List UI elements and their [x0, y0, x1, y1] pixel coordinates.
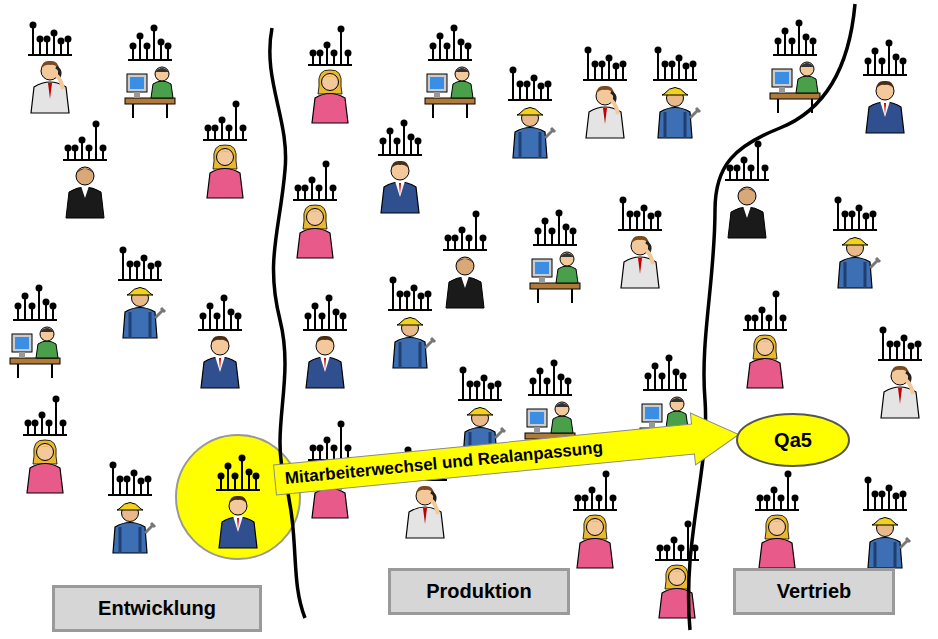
employee-figure [108, 462, 155, 554]
arrow-outline [272, 409, 741, 506]
employee-figure [63, 121, 107, 219]
node-text: Produktion [426, 580, 532, 603]
employee-figure [863, 40, 907, 134]
employee-figure [833, 197, 880, 289]
employee-figure [508, 67, 555, 159]
employee-figure [118, 247, 165, 339]
node-text: Vertrieb [777, 580, 851, 603]
area-boundary [689, 4, 855, 630]
employee-figure [653, 47, 700, 139]
employee-figure [198, 295, 242, 389]
node-text: Entwicklung [98, 597, 216, 620]
employee-figure [388, 277, 435, 369]
employee-figure [216, 455, 260, 549]
area-label-box: Vertrieb [733, 568, 895, 615]
employee-figure [743, 291, 787, 389]
milestone-ellipse: Qa5 [735, 412, 851, 468]
employee-figure [725, 141, 769, 239]
employee-figure [303, 295, 347, 389]
node-text: Mitarbeiterwechsel und Realanpassung [283, 433, 604, 494]
employee-figure [23, 396, 67, 494]
employee-figure [443, 211, 487, 309]
employee-figure [293, 161, 337, 259]
employee-figure [618, 197, 662, 289]
employee-figure [530, 210, 580, 304]
employee-figure [425, 25, 475, 119]
employee-figure [10, 285, 60, 379]
employee-figure [308, 26, 352, 124]
employee-figure [863, 477, 910, 569]
employee-figure [755, 471, 799, 569]
employee-figure [378, 120, 422, 214]
employee-figure [878, 327, 922, 419]
employee-figure [203, 101, 247, 199]
ellipse-outline [737, 414, 849, 466]
employee-figure [583, 47, 627, 139]
employee-figure [125, 25, 175, 119]
area-label-box: Produktion [388, 568, 570, 615]
employee-figure [28, 22, 72, 114]
employee-figure [770, 20, 820, 114]
employee-figure [573, 471, 617, 569]
node-text: Qa5 [774, 429, 812, 452]
area-boundary [270, 28, 305, 618]
area-label-box: Entwicklung [52, 585, 262, 632]
